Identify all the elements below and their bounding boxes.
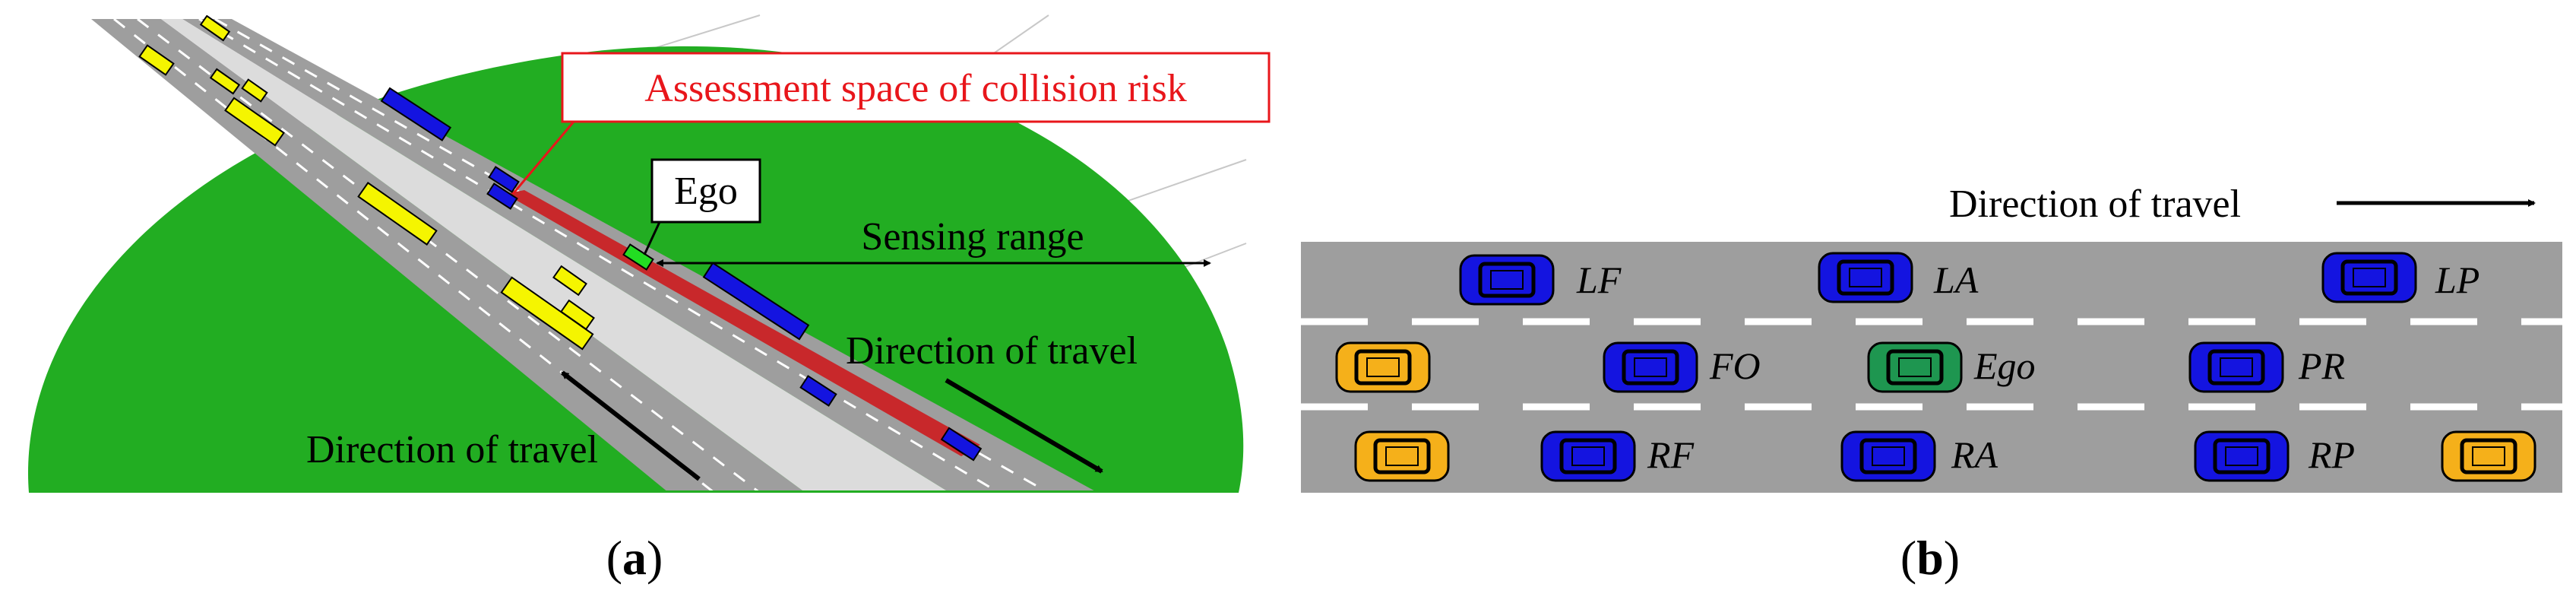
- traffic-yellow: [138, 15, 595, 351]
- vehicle-label-pr: PR: [2298, 344, 2345, 387]
- car-lp: [2321, 252, 2417, 303]
- car-rf-cabin: [1559, 438, 1617, 474]
- traffic-blue: [380, 87, 983, 462]
- panel-a-label: (a): [606, 531, 663, 585]
- car-rp-roof: [2225, 446, 2258, 466]
- car-lf: [1459, 254, 1555, 306]
- vehicle-label-rp: RP: [2308, 433, 2355, 476]
- car-lf-roof: [1490, 270, 1524, 290]
- car-fo-cabin: [1622, 349, 1679, 386]
- vehicle-label-lf: LF: [1576, 259, 1622, 301]
- panel-b-open: (: [1900, 531, 1916, 585]
- risk-assessment-strip: [505, 190, 980, 456]
- car-la-cabin: [1837, 259, 1894, 296]
- panel-a-close: ): [647, 531, 663, 585]
- car-ra-cabin: [1859, 438, 1917, 474]
- car-ego: [1867, 341, 1963, 393]
- sensing-range-label: Sensing range: [861, 215, 1084, 259]
- car-lp-cabin: [2340, 259, 2398, 296]
- road-median: [161, 19, 947, 490]
- panel-b-label: (b): [1900, 531, 1960, 585]
- panel-a-letter: a: [622, 531, 647, 585]
- vehicle-label-lp: LP: [2435, 259, 2479, 301]
- ego-label: Ego: [674, 170, 738, 213]
- ego-label-pointer: [643, 221, 661, 255]
- car-rf: [1540, 430, 1636, 482]
- vehicle-label-fo: FO: [1709, 344, 1761, 387]
- vehicle-label-rf: RF: [1647, 433, 1695, 476]
- car-rp-cabin: [2213, 438, 2271, 474]
- car-ra: [1840, 430, 1936, 482]
- direction-arrow-right: [945, 378, 1103, 474]
- direction-label-left: Direction of travel: [306, 428, 598, 471]
- car-ego-roof: [1898, 357, 1932, 377]
- panel-b-letter: b: [1916, 531, 1944, 585]
- car-fo: [1603, 341, 1698, 393]
- direction-arrow-left: [561, 370, 701, 481]
- car-rear-left-lane-cabin: [1354, 349, 1412, 386]
- car-rp: [2194, 430, 2290, 482]
- car-rear-right-lane-cabin: [1373, 438, 1431, 474]
- car-fo-roof: [1634, 357, 1667, 377]
- highway: [91, 15, 1094, 490]
- ego-vehicle-3d: [622, 243, 654, 271]
- car-rear-right-lane: [1354, 430, 1450, 482]
- car-rear-right-lane-roof: [1385, 446, 1419, 466]
- ego-label-box: [650, 158, 761, 224]
- vehicle-label-ra: RA: [1951, 433, 1998, 476]
- car-far-right-roof: [2472, 446, 2505, 466]
- car-pr: [2188, 341, 2284, 393]
- car-pr-roof: [2220, 357, 2253, 377]
- vehicle-label-la: LA: [1933, 259, 1979, 301]
- car-lp-roof: [2353, 268, 2386, 287]
- car-pr-cabin: [2207, 349, 2265, 386]
- direction-label-right: Direction of travel: [846, 329, 1138, 373]
- car-rear-left-lane: [1335, 341, 1431, 393]
- car-ego-cabin: [1886, 349, 1944, 386]
- panel-a-open: (: [606, 531, 622, 585]
- panel-b-close: ): [1944, 531, 1960, 585]
- car-la: [1818, 252, 1913, 303]
- car-rear-left-lane-roof: [1366, 357, 1400, 377]
- car-far-right-cabin: [2460, 438, 2517, 474]
- direction-label-b: Direction of travel: [1949, 182, 2241, 226]
- panel-a: Assessment space of collision risk Ego S…: [28, 14, 1271, 585]
- car-ra-roof: [1872, 446, 1905, 466]
- callout-box: [561, 52, 1271, 123]
- vehicle-group: [1335, 252, 2536, 482]
- callout-pointer: [511, 121, 575, 195]
- car-lf-cabin: [1478, 262, 1536, 298]
- car-rf-roof: [1571, 446, 1605, 466]
- car-far-right: [2441, 430, 2536, 482]
- car-la-roof: [1849, 268, 1882, 287]
- panel-b: Direction of travel LF LA LP FO Ego PR R…: [1301, 182, 2562, 585]
- callout-text: Assessment space of collision risk: [644, 67, 1186, 110]
- vehicle-label-ego: Ego: [1973, 344, 2036, 387]
